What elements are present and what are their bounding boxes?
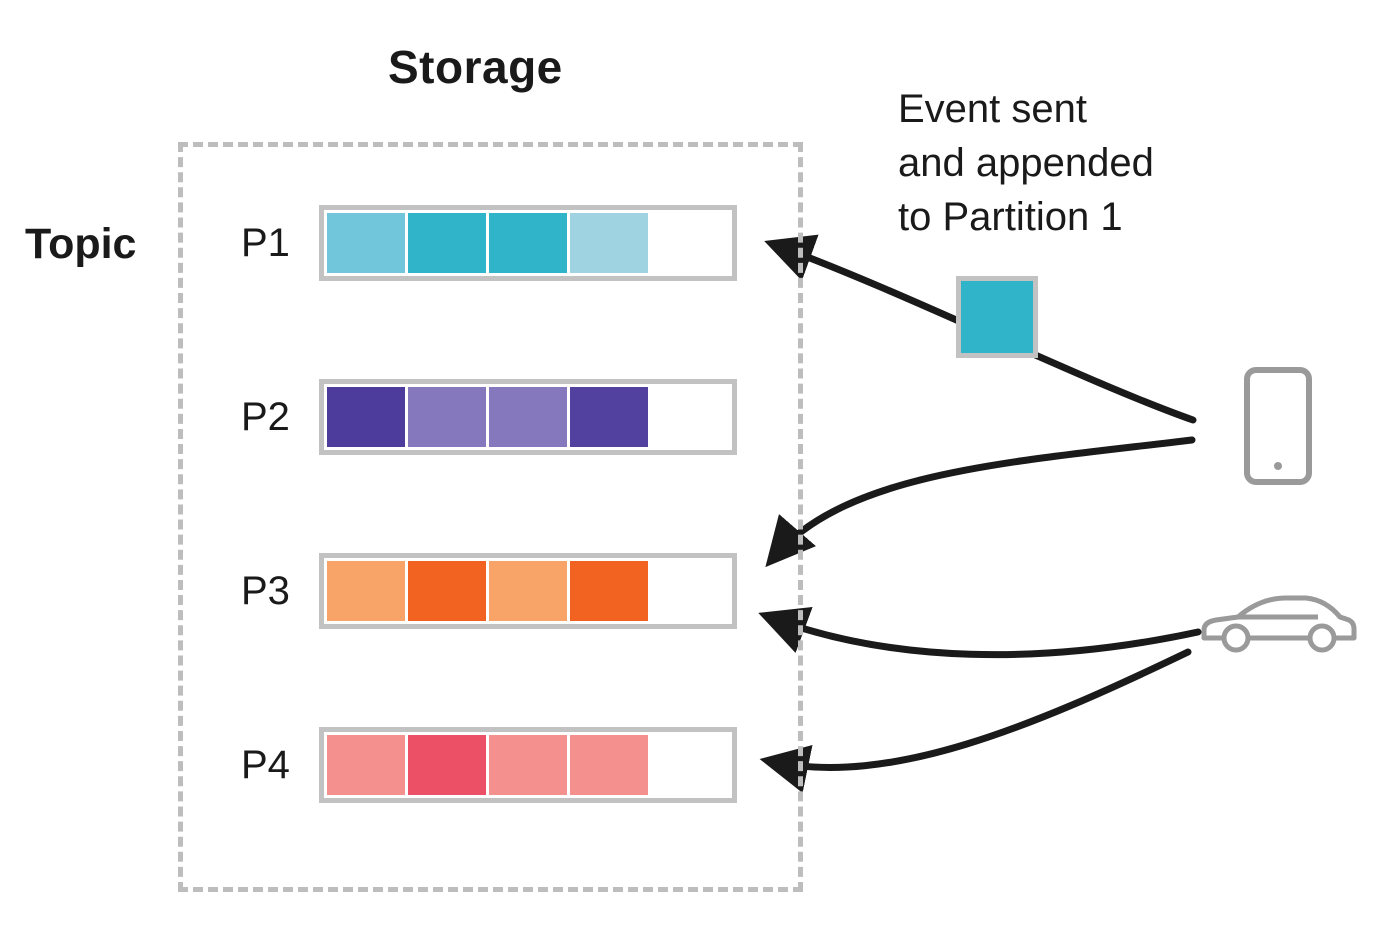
partition-label: P1 bbox=[241, 220, 290, 265]
partition-cell bbox=[408, 213, 486, 273]
partition-bar bbox=[319, 727, 737, 803]
partition-bar bbox=[319, 553, 737, 629]
partition-cell bbox=[489, 735, 567, 795]
annotation-line-1: Event sent bbox=[898, 87, 1088, 131]
partition-row: P1 bbox=[183, 205, 798, 281]
partition-cell bbox=[408, 561, 486, 621]
arrow-car-to-p3 bbox=[758, 607, 1202, 659]
partition-cell bbox=[651, 387, 729, 447]
partition-cell bbox=[570, 735, 648, 795]
partition-bar bbox=[319, 205, 737, 281]
event-annotation: Event sent and appended to Partition 1 bbox=[898, 82, 1154, 244]
partition-cell bbox=[489, 387, 567, 447]
partition-cell bbox=[651, 735, 729, 795]
partition-label: P3 bbox=[241, 568, 290, 613]
partition-cell bbox=[570, 561, 648, 621]
arrow-phone-to-p3 bbox=[765, 436, 1196, 568]
arrow-car-to-p4 bbox=[759, 648, 1192, 793]
partition-cell bbox=[408, 387, 486, 447]
partition-cell bbox=[408, 735, 486, 795]
phone-icon bbox=[1243, 366, 1313, 491]
annotation-line-2: and appended bbox=[898, 141, 1154, 185]
annotation-line-3: to Partition 1 bbox=[898, 195, 1123, 239]
partition-cell bbox=[570, 387, 648, 447]
partition-row: P3 bbox=[183, 553, 798, 629]
partition-cell bbox=[489, 213, 567, 273]
partition-cell bbox=[327, 735, 405, 795]
partition-cell bbox=[570, 213, 648, 273]
event-square bbox=[956, 276, 1038, 358]
storage-title: Storage bbox=[388, 41, 563, 93]
partition-row: P2 bbox=[183, 379, 798, 455]
partition-label: P4 bbox=[241, 742, 290, 787]
partition-cell bbox=[651, 213, 729, 273]
partition-label: P2 bbox=[241, 394, 290, 439]
partition-cell bbox=[327, 561, 405, 621]
car-icon bbox=[1198, 590, 1360, 661]
topic-label: Topic bbox=[25, 220, 137, 268]
partition-cell bbox=[327, 213, 405, 273]
partition-row: P4 bbox=[183, 727, 798, 803]
partition-cell bbox=[489, 561, 567, 621]
partition-cell bbox=[327, 387, 405, 447]
partition-bar bbox=[319, 379, 737, 455]
partition-cell bbox=[651, 561, 729, 621]
